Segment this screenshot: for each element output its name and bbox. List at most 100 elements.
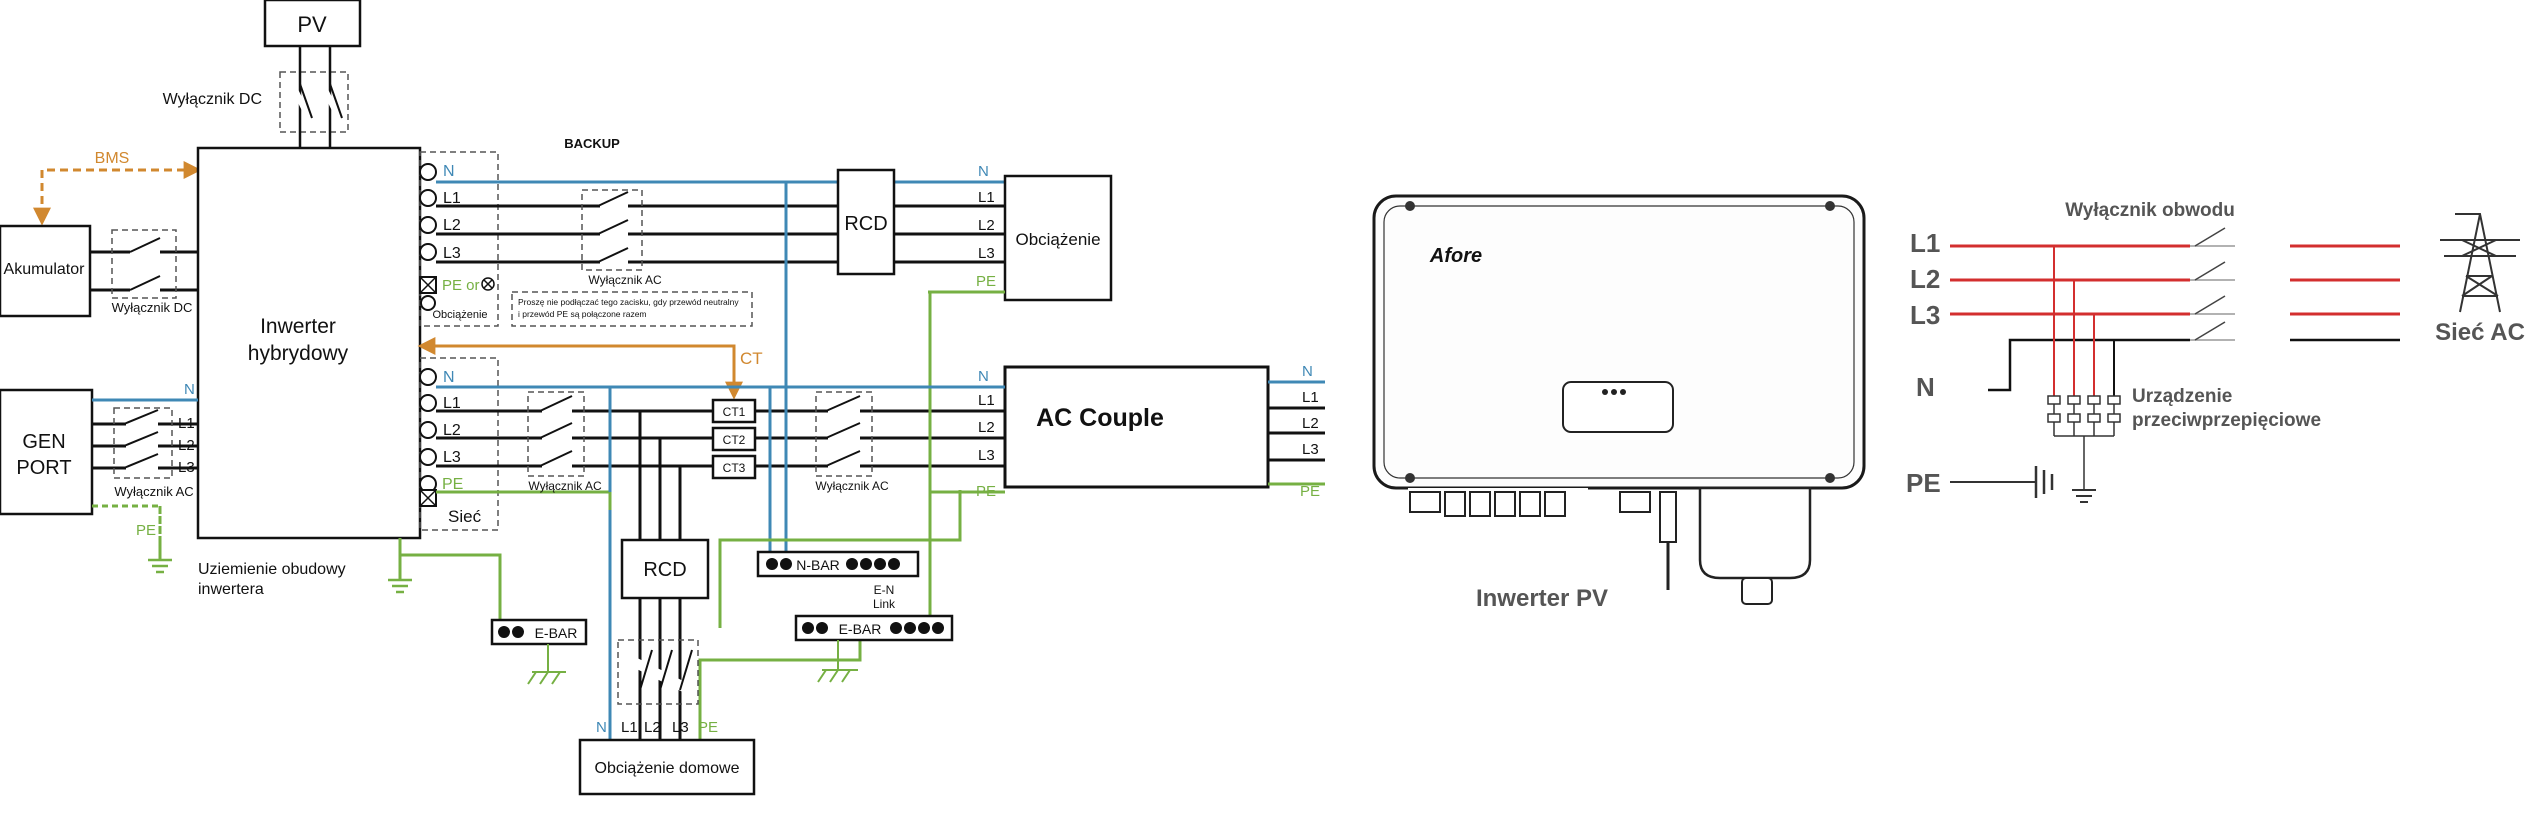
svg-text:N: N: [1916, 372, 1935, 402]
pv-box: [263, 0, 362, 48]
note-line-1: Proszę nie podłączać tego zacisku, gdy p…: [518, 297, 739, 307]
note-box: [511, 291, 753, 327]
ac-switch-gen: [113, 407, 173, 479]
svg-text:PE: PE: [442, 476, 463, 493]
dc-switch-battery: [111, 229, 177, 299]
rcd-top-label: RCD: [844, 213, 887, 235]
svg-text:N: N: [978, 368, 989, 385]
ac-switch-couple-label: Wyłącznik AC: [815, 479, 889, 493]
svg-text:L1: L1: [621, 719, 638, 736]
ac-couple-box: [1003, 365, 1270, 489]
svg-text:N-BAR: N-BAR: [796, 557, 840, 573]
svg-text:N: N: [978, 163, 989, 180]
ct-signal-line: [417, 337, 743, 400]
svg-text:PE: PE: [1906, 468, 1941, 498]
bms-line: [33, 161, 202, 226]
svg-text:L2: L2: [1910, 264, 1940, 294]
svg-text:L3: L3: [443, 245, 461, 262]
ac-grid-label: Sieć AC: [2435, 319, 2525, 346]
ct1-block: [711, 398, 757, 424]
svg-text:L3: L3: [443, 449, 461, 466]
svg-text:L2: L2: [1302, 415, 1319, 432]
dc-switch-top: [279, 71, 349, 133]
battery-box: [0, 224, 92, 318]
svg-text:L2: L2: [443, 422, 461, 439]
svg-text:L2: L2: [978, 419, 995, 436]
svg-text:L1: L1: [443, 190, 461, 207]
svg-text:E-BAR: E-BAR: [535, 625, 578, 641]
svg-text:L1: L1: [978, 189, 995, 206]
gen-port-label-1: GEN: [22, 431, 65, 453]
circuit-breaker-label: Wyłącznik obwodu: [2065, 200, 2235, 221]
svg-text:E-N: E-N: [874, 583, 895, 597]
svg-text:L2: L2: [644, 719, 661, 736]
hybrid-inverter-label-2: hybrydowy: [248, 342, 349, 365]
svg-text:CT2: CT2: [723, 433, 746, 447]
backup-terminals: [419, 163, 437, 311]
svg-text:CT1: CT1: [723, 405, 746, 419]
note-line-2: i przewód PE są połączone razem: [518, 309, 647, 319]
pe-or-label: PE or: [442, 277, 480, 294]
svg-text:PE: PE: [976, 483, 996, 500]
ct3-block: [711, 454, 757, 480]
load-small-label: Obciążenie: [432, 309, 487, 321]
grid-terminals: [419, 368, 437, 507]
svg-text:Link: Link: [873, 597, 896, 611]
gen-port-label-2: PORT: [16, 457, 71, 479]
surge-protector: [2047, 246, 2121, 503]
svg-text:L1: L1: [178, 415, 195, 432]
svg-text:PE: PE: [1300, 483, 1320, 500]
rcd-bottom: [620, 538, 710, 600]
dc-switch-battery-label: Wyłącznik DC: [112, 300, 193, 315]
pv-inverter-label: Inwerter PV: [1476, 585, 1608, 612]
grid-label: Sieć: [448, 507, 482, 526]
backup-label: BACKUP: [564, 136, 620, 151]
svg-text:L3: L3: [178, 459, 195, 476]
svg-text:L1: L1: [978, 392, 995, 409]
svg-text:N: N: [596, 719, 607, 736]
ac-switch-grid-label: Wyłącznik AC: [528, 479, 602, 493]
svg-text:L2: L2: [978, 217, 995, 234]
ct2-block: [711, 426, 757, 452]
hybrid-inverter-label-1: Inwerter: [260, 315, 336, 338]
svg-text:E-BAR: E-BAR: [839, 621, 882, 637]
bms-label: BMS: [95, 150, 130, 167]
svg-text:L2: L2: [443, 217, 461, 234]
home-load-label: Obciążenie domowe: [595, 760, 740, 777]
ac-switch-backup: [581, 189, 643, 271]
rcd-top: [836, 168, 896, 276]
grounding-label-1: Uziemienie obudowy: [198, 561, 346, 578]
svg-text:L3: L3: [1910, 300, 1940, 330]
ac-switch-gen-label: Wyłącznik AC: [114, 484, 193, 499]
battery-label: Akumulator: [4, 261, 86, 278]
svg-text:L3: L3: [978, 245, 995, 262]
transmission-tower-icon: [2440, 213, 2520, 313]
svg-text:L3: L3: [1302, 441, 1319, 458]
ct-label: CT: [740, 349, 763, 368]
brand-logo: Afore: [1429, 245, 1482, 267]
svg-text:N: N: [1302, 363, 1313, 380]
svg-text:N: N: [443, 369, 455, 386]
svg-text:PE: PE: [136, 522, 156, 539]
grounding-label-2: inwertera: [198, 581, 264, 598]
svg-text:N: N: [184, 381, 195, 398]
svg-text:L2: L2: [178, 437, 195, 454]
gen-port-box: [0, 388, 94, 516]
svg-text:PE: PE: [698, 719, 718, 736]
surge-label-1: Urządzenie: [2132, 386, 2232, 407]
svg-text:L1: L1: [443, 395, 461, 412]
svg-text:PE: PE: [976, 273, 996, 290]
svg-text:L1: L1: [1910, 228, 1940, 258]
svg-text:L3: L3: [978, 447, 995, 464]
pv-label: PV: [297, 12, 327, 37]
surge-label-2: przeciwprzepięciowe: [2132, 410, 2321, 431]
home-switches: [617, 639, 699, 705]
svg-text:CT3: CT3: [723, 461, 746, 475]
dc-switch-top-label: Wyłącznik DC: [163, 91, 262, 108]
svg-text:N: N: [443, 163, 455, 180]
ac-couple-label: AC Couple: [1036, 404, 1164, 432]
load-label: Obciążenie: [1015, 230, 1100, 249]
breaker-switches: [2135, 227, 2235, 342]
home-load-box: [578, 738, 756, 796]
svg-text:L3: L3: [672, 719, 689, 736]
